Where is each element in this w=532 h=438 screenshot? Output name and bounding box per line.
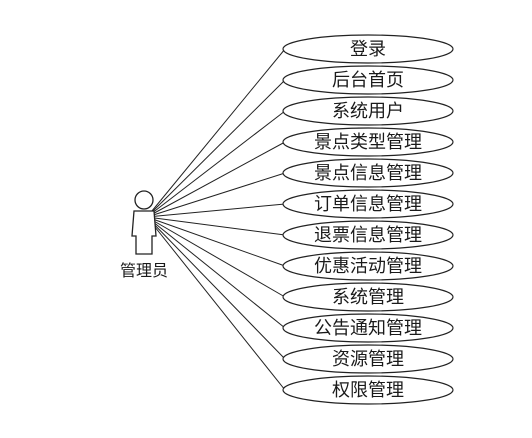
use-case: 权限管理 bbox=[282, 375, 454, 405]
use-case-label: 资源管理 bbox=[332, 349, 404, 370]
actor-head bbox=[134, 190, 154, 210]
use-case-ellipse bbox=[282, 34, 454, 64]
use-case-label: 景点信息管理 bbox=[314, 163, 422, 184]
use-case-ellipse bbox=[282, 313, 454, 343]
use-case-ellipse bbox=[282, 189, 454, 219]
use-case-label: 公告通知管理 bbox=[314, 318, 422, 339]
association-line bbox=[146, 216, 286, 329]
association-line bbox=[146, 48, 286, 218]
actor-administrator: 管理员 bbox=[120, 190, 168, 280]
use-case-ellipse bbox=[282, 127, 454, 157]
use-case-label: 退票信息管理 bbox=[314, 225, 422, 246]
association-line bbox=[146, 216, 286, 267]
use-case-label: 优惠活动管理 bbox=[314, 256, 422, 277]
use-case-label: 订单信息管理 bbox=[314, 194, 422, 215]
use-case-label: 系统用户 bbox=[332, 101, 404, 122]
use-case-label: 后台首页 bbox=[332, 70, 404, 91]
use-case: 登录 bbox=[282, 34, 454, 64]
use-case-label: 权限管理 bbox=[332, 380, 404, 401]
association-line bbox=[146, 203, 286, 218]
use-case-ellipse bbox=[282, 344, 454, 374]
association-line bbox=[146, 79, 286, 218]
association-line bbox=[146, 141, 286, 218]
use-case: 系统管理 bbox=[282, 282, 454, 312]
association-line bbox=[146, 216, 286, 236]
use-case-label: 系统管理 bbox=[332, 287, 404, 308]
use-case-label: 登录 bbox=[350, 39, 386, 60]
association-lines bbox=[146, 48, 286, 391]
association-line bbox=[146, 216, 286, 391]
use-case: 后台首页 bbox=[282, 65, 454, 95]
use-case-ellipse bbox=[282, 251, 454, 281]
use-case-ellipse bbox=[282, 282, 454, 312]
association-line bbox=[146, 110, 286, 218]
actor-label: 管理员 bbox=[120, 261, 168, 280]
association-line bbox=[146, 216, 286, 298]
use-case-list: 登录后台首页系统用户景点类型管理景点信息管理订单信息管理退票信息管理优惠活动管理… bbox=[282, 34, 454, 405]
use-case-ellipse bbox=[282, 158, 454, 188]
use-case: 系统用户 bbox=[282, 96, 454, 126]
use-case: 优惠活动管理 bbox=[282, 251, 454, 281]
use-case: 景点信息管理 bbox=[282, 158, 454, 188]
use-case: 景点类型管理 bbox=[282, 127, 454, 157]
use-case-label: 景点类型管理 bbox=[314, 132, 422, 153]
association-line bbox=[146, 216, 286, 360]
use-case-ellipse bbox=[282, 220, 454, 250]
association-line bbox=[146, 172, 286, 218]
actor-body bbox=[131, 210, 157, 255]
use-case-ellipse bbox=[282, 375, 454, 405]
use-case: 退票信息管理 bbox=[282, 220, 454, 250]
use-case-ellipse bbox=[282, 65, 454, 95]
use-case-ellipse bbox=[282, 96, 454, 126]
use-case: 订单信息管理 bbox=[282, 189, 454, 219]
use-case: 公告通知管理 bbox=[282, 313, 454, 343]
use-case: 资源管理 bbox=[282, 344, 454, 374]
